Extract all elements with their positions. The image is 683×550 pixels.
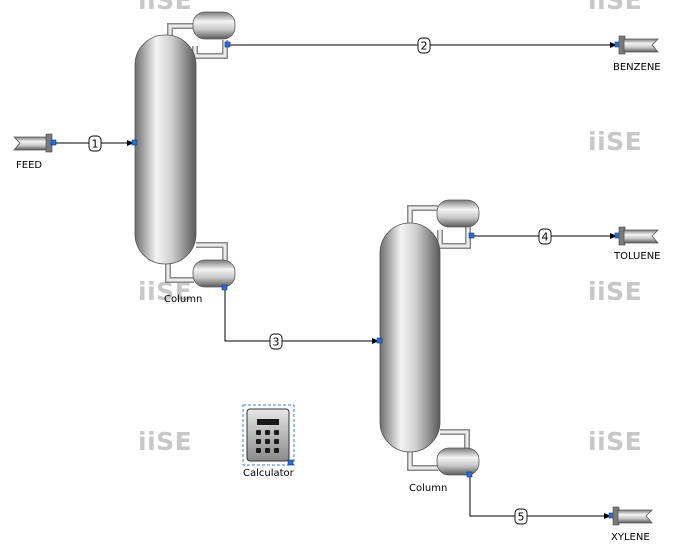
stream-tag-5-label: 5 [518, 511, 525, 524]
column-1-shell [134, 34, 197, 265]
stream-tag-4[interactable]: 4 [538, 228, 552, 245]
column-2-feed-port [376, 337, 383, 344]
column-2-bottom-port [466, 471, 473, 478]
watermark-bottom-left: iiSE [138, 427, 193, 456]
condenser-1 [192, 11, 236, 40]
column-2-label: Column [409, 483, 448, 494]
column-2-top-port [468, 232, 475, 239]
stream-tag-5[interactable]: 5 [514, 508, 528, 525]
stream-line-3[interactable] [224, 289, 379, 342]
column-2-shell [379, 222, 441, 453]
stream-tag-4-label: 4 [542, 231, 549, 244]
toluene-terminal[interactable] [614, 226, 659, 246]
arrow-2 [610, 42, 617, 48]
stream-tag-1-label: 1 [92, 138, 99, 151]
column-1-top-port [224, 41, 231, 48]
arrow-4 [610, 233, 617, 239]
column-1-label: Column [164, 294, 203, 305]
stream-line-5[interactable] [469, 477, 611, 517]
stream-tag-2-label: 2 [421, 40, 428, 53]
column-2-unit[interactable] [376, 199, 480, 478]
benzene-label: BENZENE [613, 62, 661, 73]
column-1-bottom-port [221, 284, 228, 291]
arrow-3 [372, 338, 379, 344]
watermark-bottom-right: iiSE [588, 427, 643, 456]
toluene-label: TOLUENE [614, 251, 661, 262]
reboiler-2 [436, 447, 480, 476]
xylene-terminal[interactable] [608, 506, 653, 526]
calculator-block[interactable] [242, 404, 295, 466]
stream-tag-1[interactable]: 1 [88, 135, 102, 152]
arrow-1 [127, 140, 134, 146]
calculator-label: Calculator [243, 468, 294, 479]
stream-tag-2[interactable]: 2 [417, 37, 431, 54]
watermark-right-2: iiSE [588, 277, 643, 306]
watermark-top-right: iiSE [588, 0, 643, 15]
stream-tag-3[interactable]: 3 [269, 333, 283, 350]
watermark-top-left: iiSE [138, 0, 193, 15]
feed-terminal[interactable] [13, 133, 57, 153]
watermark-right-1: iiSE [588, 127, 643, 156]
arrow-5 [604, 513, 611, 519]
column-1-unit[interactable] [131, 11, 236, 291]
feed-label: FEED [16, 160, 43, 171]
benzene-terminal[interactable] [614, 35, 659, 55]
stream-tag-3-label: 3 [273, 336, 280, 349]
condenser-2 [436, 199, 480, 228]
reboiler-1 [192, 259, 236, 288]
xylene-label: XYLENE [611, 532, 650, 543]
stream-arrows [127, 42, 617, 519]
column-1-feed-port [131, 139, 138, 146]
